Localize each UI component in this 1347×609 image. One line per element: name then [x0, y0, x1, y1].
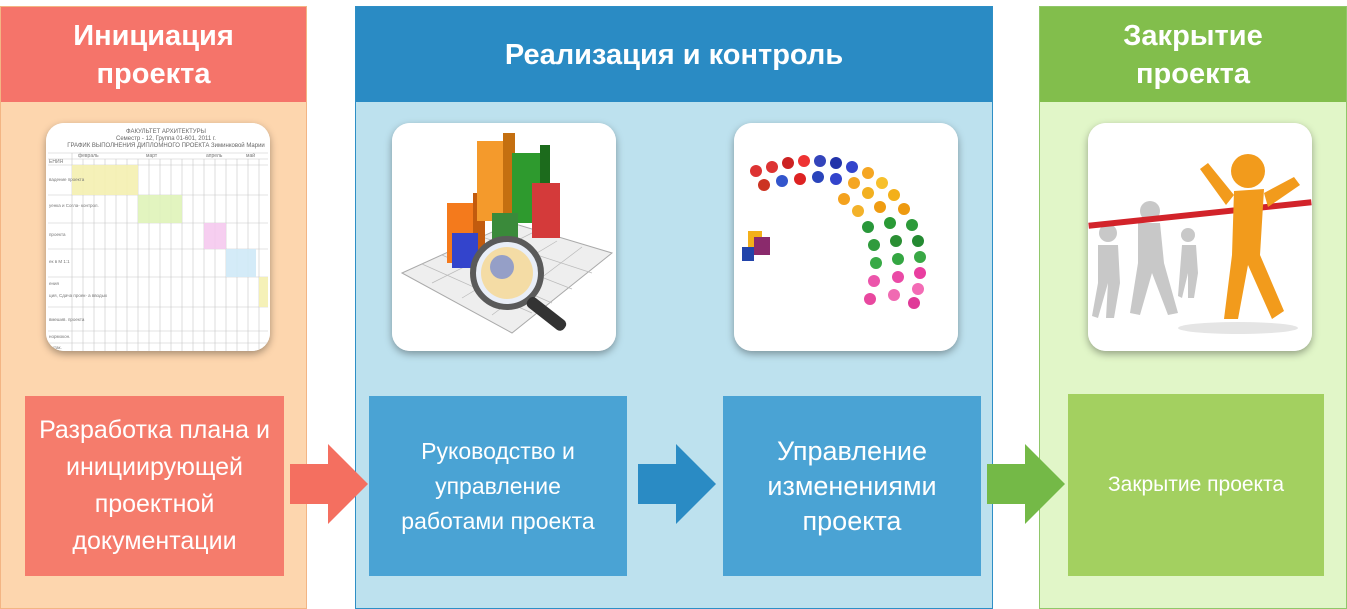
direct-manage-work-text: Руководство и управление работами проект…	[401, 437, 595, 534]
implementation-title: Реализация и контроль	[356, 7, 992, 102]
finish-line-runner-icon	[1088, 123, 1312, 351]
closing-title: Закрытие проекта	[1040, 7, 1346, 102]
svg-text:нормокон.: нормокон.	[49, 334, 70, 339]
svg-text:вадение проекта: вадение проекта	[49, 177, 85, 182]
initiation-step-text: Разработка плана и инициирующей проектно…	[39, 416, 270, 555]
svg-text:февраль: февраль	[78, 153, 99, 159]
svg-text:апрель: апрель	[206, 153, 223, 159]
people-pawns-arc-icon	[734, 123, 958, 351]
svg-text:ентак.: ентак.	[49, 345, 62, 350]
svg-text:ения: ения	[49, 281, 60, 286]
implementation-panel: Реализация и контроль	[355, 6, 993, 609]
svg-text:ЕНИЯ: ЕНИЯ	[49, 159, 64, 165]
svg-text:вмешив. проекта: вмешив. проекта	[49, 317, 85, 322]
svg-text:ФАКУЛЬТЕТ АРХИТЕКТУРЫ: ФАКУЛЬТЕТ АРХИТЕКТУРЫ	[126, 129, 206, 135]
svg-text:ция, Сдача проек- а вводых: ция, Сдача проек- а вводых	[49, 293, 108, 298]
arrow-to-implementation-icon	[290, 444, 368, 524]
initiation-panel: Инициация проекта ФАКУЛЬТЕТ АРХИТЕКТУРЫ …	[0, 6, 307, 609]
closing-step-text: Закрытие проекта	[1107, 473, 1285, 496]
change-management-box: Управление изменениями проекта	[723, 396, 981, 576]
direct-manage-work-box: Руководство и управление работами проект…	[369, 396, 627, 576]
closing-panel: Закрытие проекта Закрытие проекта	[1039, 6, 1347, 609]
initiation-step-box: Разработка плана и инициирующей проектно…	[25, 396, 284, 576]
arrow-to-closing-icon	[987, 444, 1065, 524]
svg-text:Семестр - 12, Группа 01-601, 2: Семестр - 12, Группа 01-601, 2011 г.	[116, 136, 216, 142]
svg-text:уенка и Согла- контрол.: уенка и Согла- контрол.	[49, 203, 99, 208]
initiation-title: Инициация проекта	[1, 7, 306, 102]
bar-chart-magnifier-icon	[392, 123, 616, 351]
svg-text:май: май	[246, 152, 255, 159]
svg-text:ек в М 1:1: ек в М 1:1	[49, 259, 70, 264]
svg-text:ГРАФИК ВЫПОЛНЕНИЯ ДИПЛОМНОГО П: ГРАФИК ВЫПОЛНЕНИЯ ДИПЛОМНОГО ПРОЕКТА Зим…	[67, 142, 265, 149]
gantt-schedule-image: ФАКУЛЬТЕТ АРХИТЕКТУРЫ Семестр - 12, Груп…	[46, 123, 270, 351]
change-management-text: Управление изменениями проекта	[767, 435, 937, 536]
arrow-between-steps-icon	[638, 444, 716, 524]
svg-text:проекта: проекта	[49, 232, 66, 237]
closing-step-box: Закрытие проекта	[1068, 394, 1324, 576]
svg-text:март: март	[146, 153, 158, 159]
